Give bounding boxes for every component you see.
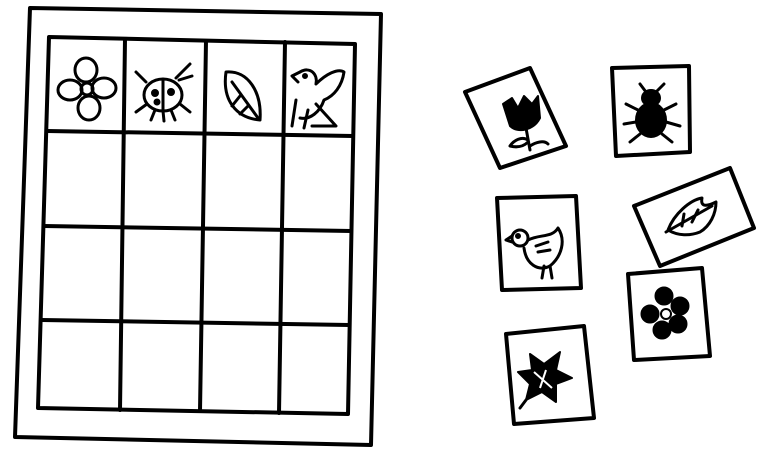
grid-line-vertical-1	[120, 39, 125, 410]
flower-icon	[58, 58, 116, 120]
header-cell-leaf[interactable]	[225, 72, 260, 120]
card-bird-border	[497, 196, 581, 290]
leaf-icon	[225, 72, 260, 120]
grid-line-horizontal-3	[42, 320, 349, 325]
flower-icon	[641, 287, 689, 339]
card-bird[interactable]	[497, 196, 581, 290]
card-beetle[interactable]	[612, 66, 690, 156]
grid-line-vertical-3	[279, 42, 285, 413]
card-star-leaf[interactable]	[506, 326, 594, 424]
leaf-icon	[666, 198, 716, 235]
sorting-board	[15, 8, 381, 445]
beetle-icon	[624, 84, 680, 142]
star-leaf-icon	[518, 352, 572, 408]
grid-line-vertical-2	[200, 41, 206, 411]
grid-line-horizontal-1	[47, 131, 353, 136]
header-cell-ladybug[interactable]	[136, 64, 192, 121]
header-cell-bird[interactable]	[292, 70, 344, 128]
card-leaf[interactable]	[634, 168, 754, 266]
grid-line-horizontal-2	[44, 226, 351, 231]
card-tulip[interactable]	[465, 68, 566, 168]
loose-cards	[465, 66, 754, 424]
ladybug-icon	[136, 64, 192, 121]
card-flower[interactable]	[628, 268, 710, 360]
header-cell-flower[interactable]	[58, 58, 116, 120]
tulip-icon	[503, 96, 548, 150]
bird-icon	[292, 70, 344, 128]
bird-icon	[506, 228, 562, 278]
